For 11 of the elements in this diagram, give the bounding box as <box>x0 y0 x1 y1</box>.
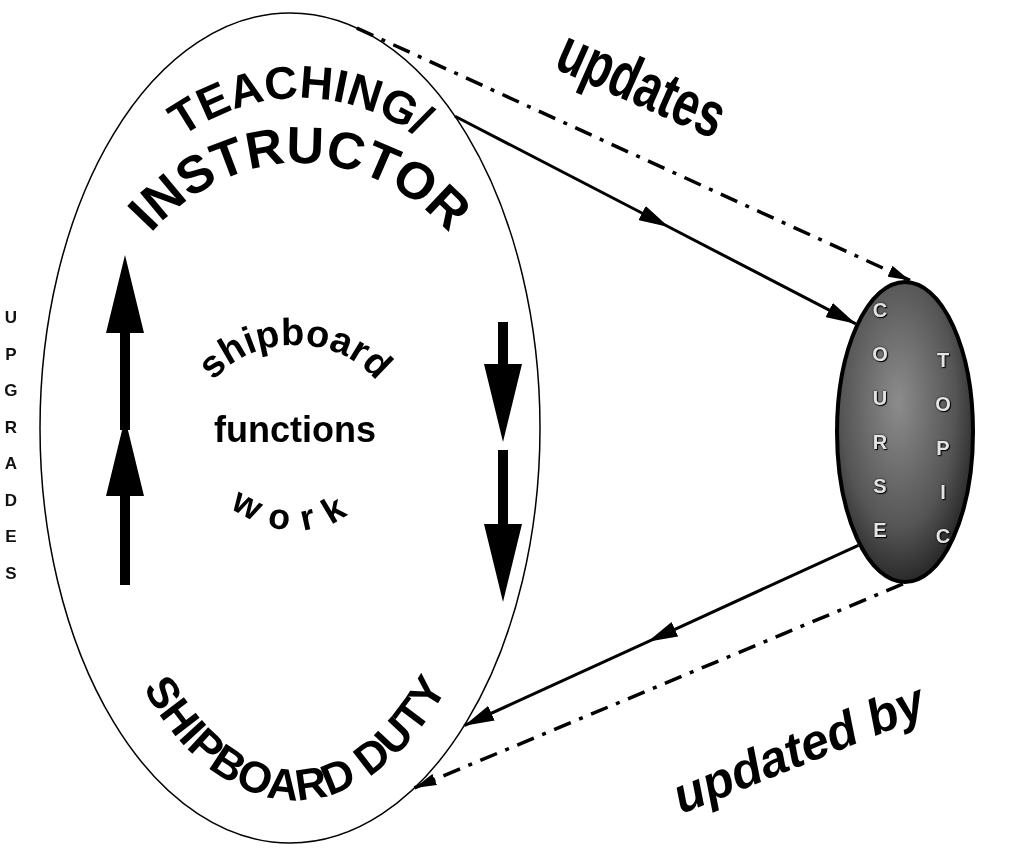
curved-label: work <box>225 479 365 540</box>
curved-label: shipboard <box>189 310 401 387</box>
center-label: functions <box>214 409 376 450</box>
arrow <box>356 26 911 282</box>
arrow <box>413 582 904 790</box>
edge-label: updates <box>546 15 738 152</box>
vertical-label: COURSE <box>872 298 888 543</box>
vertical-label: UPGRADES <box>4 307 18 585</box>
arrow <box>454 114 857 326</box>
vertical-label: TOPIC <box>935 348 951 549</box>
arrow <box>463 544 859 728</box>
